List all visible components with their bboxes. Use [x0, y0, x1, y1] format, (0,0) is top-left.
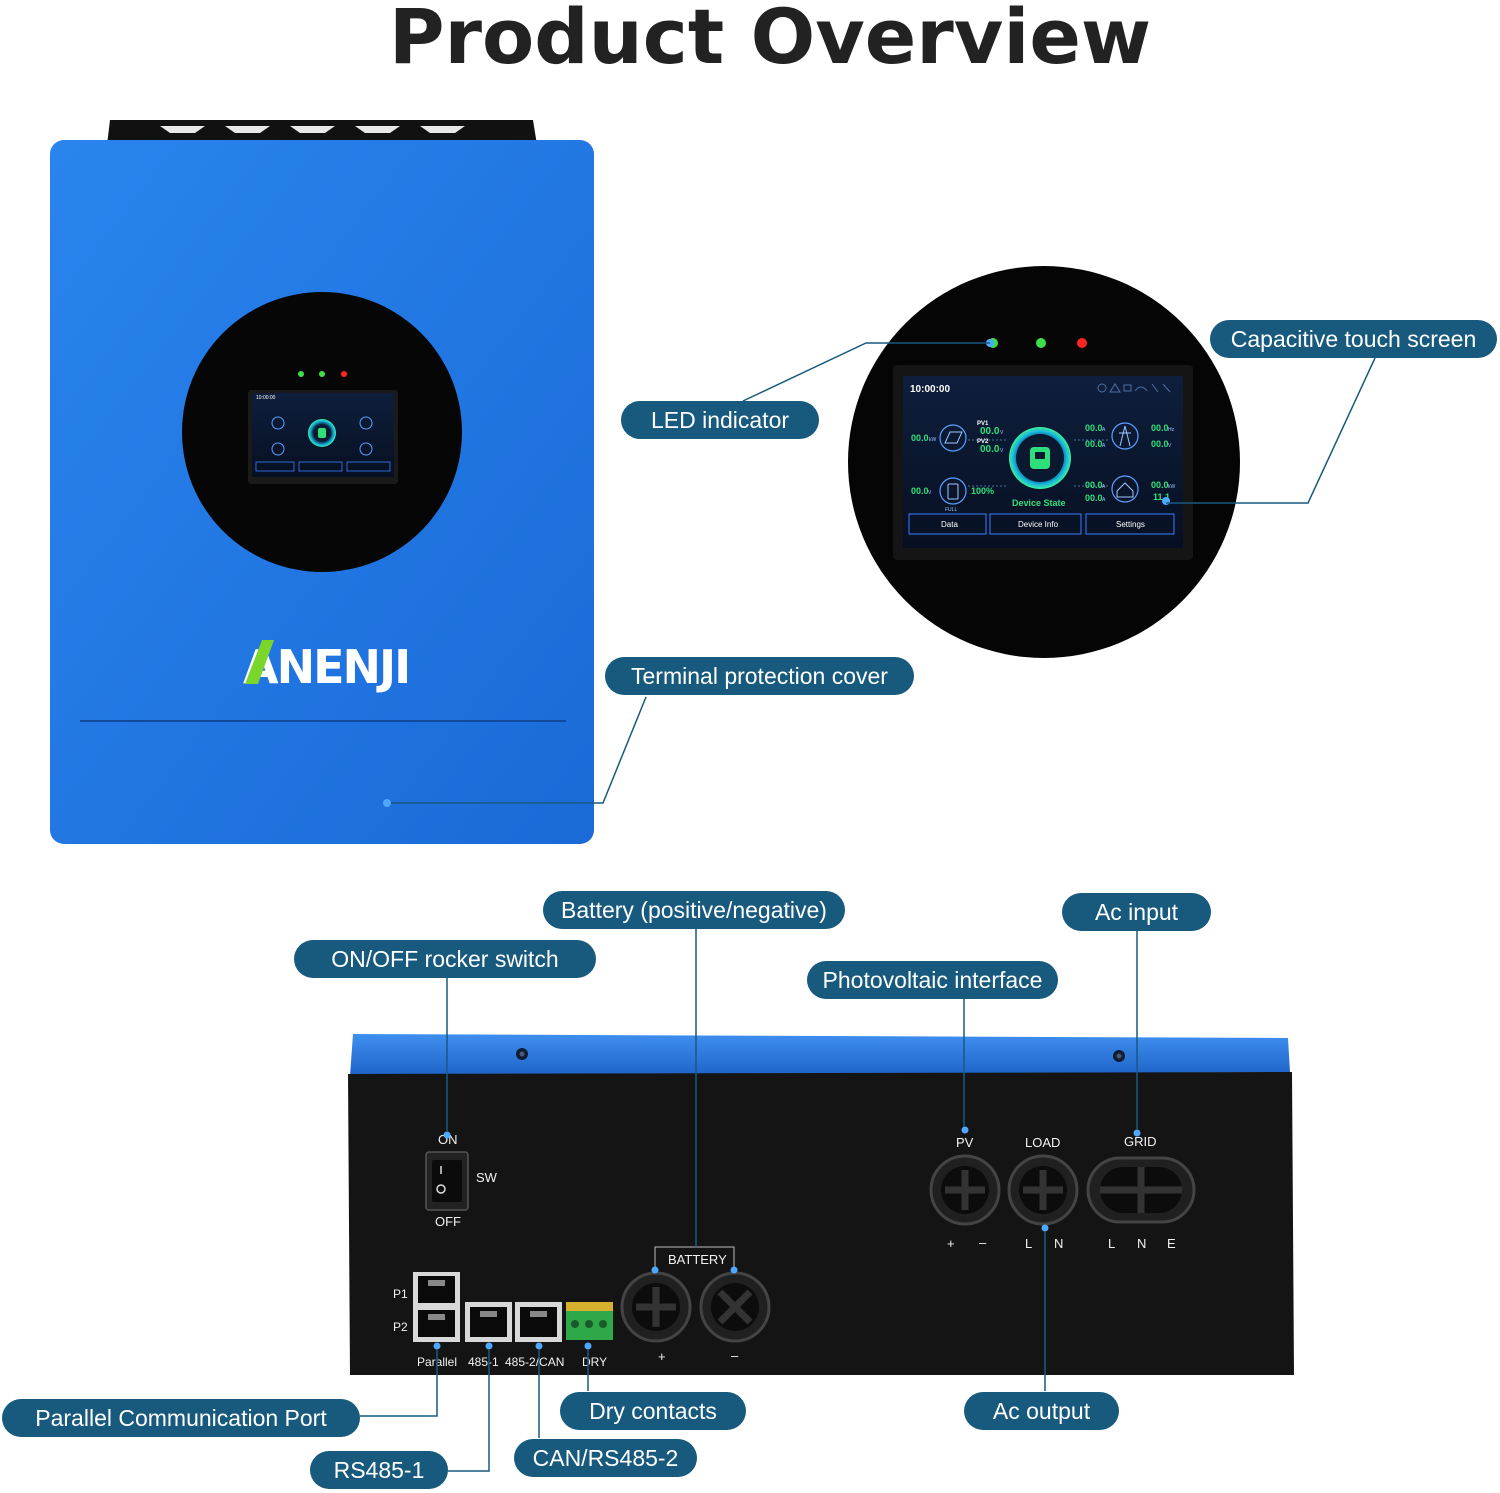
- led-red: [341, 371, 347, 377]
- load-n-label: N: [1054, 1236, 1063, 1251]
- grid-volt-value: 00.0: [1151, 439, 1169, 449]
- tab-settings-label: Settings: [1116, 520, 1145, 529]
- switch-off-label: OFF: [435, 1214, 461, 1229]
- callout-capacitive-touch-screen: Capacitive touch screen: [1210, 320, 1497, 358]
- callout-ac-output: Ac output: [964, 1392, 1119, 1430]
- screen-time: 10:00:00: [910, 384, 950, 395]
- pv-gland: [929, 1154, 1001, 1226]
- battery-plus-label: +: [658, 1349, 666, 1364]
- battery-percent-value: 100%: [971, 486, 994, 496]
- callout-ac-input: Ac input: [1062, 893, 1211, 931]
- led-green-1: [298, 371, 304, 377]
- grid-freq-unit: Hz: [1168, 427, 1175, 433]
- pv2-value: 00.0: [980, 444, 1000, 455]
- pv-minus-label: –: [979, 1235, 987, 1250]
- grid-volt-unit: V: [1168, 443, 1172, 449]
- cover-callout-dot: [383, 799, 391, 807]
- grid-l-label: L: [1108, 1236, 1115, 1251]
- pv-label: PV: [956, 1135, 974, 1150]
- port-p2-label: P2: [393, 1320, 408, 1334]
- grid-e-label: E: [1167, 1236, 1176, 1251]
- battery-label: BATTERY: [668, 1252, 727, 1267]
- callout-on-off-switch: ON/OFF rocker switch: [294, 940, 596, 978]
- home-load-icon: [1111, 475, 1139, 503]
- load-current-value: 00.0: [1085, 480, 1103, 490]
- tab-device-info[interactable]: [989, 513, 1082, 535]
- battery-voltage-unit: V: [928, 490, 932, 496]
- tab-device-info-label: Device Info: [1018, 520, 1059, 529]
- brand-logo: ANENJI: [243, 640, 409, 694]
- pv1-label: PV1: [977, 421, 989, 427]
- tab-settings[interactable]: [1085, 513, 1175, 535]
- pv-power-value: 00.0: [911, 433, 929, 443]
- battery-icon: [939, 477, 967, 505]
- callout-battery: Battery (positive/negative): [543, 891, 845, 929]
- bottom-blue-lip: [350, 1034, 1290, 1076]
- port-label-485-1: 485-1: [468, 1355, 499, 1369]
- pv-power-unit: kW: [929, 437, 937, 443]
- led-green-2: [319, 371, 325, 377]
- load-label: LOAD: [1025, 1135, 1060, 1150]
- tab-data-label: Data: [941, 520, 958, 529]
- callout-parallel-port: Parallel Communication Port: [2, 1399, 360, 1437]
- grid-current-unit: A: [1102, 427, 1106, 433]
- switch-on-label: ON: [438, 1132, 458, 1147]
- device-state-label: Device State: [1012, 498, 1066, 508]
- battery-positive-gland: [620, 1271, 692, 1343]
- port-label-485-2-can: 485-2/CAN: [505, 1355, 564, 1369]
- callout-dry-contacts: Dry contacts: [560, 1392, 746, 1430]
- battery-negative-gland: [699, 1271, 771, 1343]
- grid-freq-value: 00.0: [1151, 423, 1169, 433]
- grid-tower-icon: [1111, 422, 1139, 450]
- inverter-bottom-view: ON OFF SW P1 P2 Parallel 485-1 485-2/CAN…: [348, 1034, 1294, 1375]
- load-gland: [1007, 1154, 1079, 1226]
- callout-photovoltaic-interface: Photovoltaic interface: [807, 961, 1058, 999]
- callout-rs485-1: RS485-1: [310, 1451, 448, 1489]
- callout-can-rs485-2: CAN/RS485-2: [514, 1439, 697, 1477]
- battery-minus-label: –: [731, 1348, 739, 1363]
- tab-data[interactable]: [908, 513, 987, 535]
- load-l-label: L: [1025, 1236, 1032, 1251]
- battery-voltage-value: 00.0: [911, 486, 929, 496]
- pv1-value: 00.0: [980, 426, 1000, 437]
- switch-sw-label: SW: [476, 1170, 498, 1185]
- pv1-unit: V: [1000, 430, 1004, 436]
- bottom-black-panel: [348, 1072, 1294, 1375]
- pv2-unit: V: [1000, 448, 1004, 454]
- port-p1-label: P1: [393, 1287, 408, 1301]
- logo-accent: [245, 640, 274, 684]
- zoom-led-red: [1077, 338, 1087, 348]
- load-power-unit: kW: [1168, 484, 1176, 490]
- small-screen-time: 10:00:00: [256, 395, 276, 401]
- zoom-led-green-2: [1036, 338, 1046, 348]
- pv-plus-label: +: [947, 1236, 955, 1251]
- grid-current2-unit: A: [1102, 443, 1106, 449]
- grid-label: GRID: [1124, 1134, 1157, 1149]
- port-label-dry: DRY: [582, 1355, 607, 1369]
- pv2-label: PV2: [977, 439, 989, 445]
- page-title: Product Overview: [388, 0, 1152, 81]
- callout-led-indicator: LED indicator: [621, 401, 819, 439]
- inverter-front-view: 10:00:00 ANENJI: [50, 120, 594, 844]
- grid-current-value: 00.0: [1085, 423, 1103, 433]
- grid-current2-value: 00.0: [1085, 439, 1103, 449]
- load-current-unit: A: [1102, 484, 1106, 490]
- callout-terminal-protection-cover: Terminal protection cover: [605, 657, 914, 695]
- battery-full-label: FULL: [945, 507, 957, 513]
- grid-n-label: N: [1137, 1236, 1146, 1251]
- grid-gland: [1086, 1156, 1196, 1224]
- load-current2-unit: A: [1102, 497, 1106, 503]
- display-zoom: 10:00:00 Device State 00.0 kW P: [848, 266, 1240, 658]
- load-extra-value: 11.1: [1153, 492, 1170, 502]
- solar-panel-icon: [939, 424, 967, 452]
- load-power-value: 00.0: [1151, 480, 1169, 490]
- load-current2-value: 00.0: [1085, 493, 1103, 503]
